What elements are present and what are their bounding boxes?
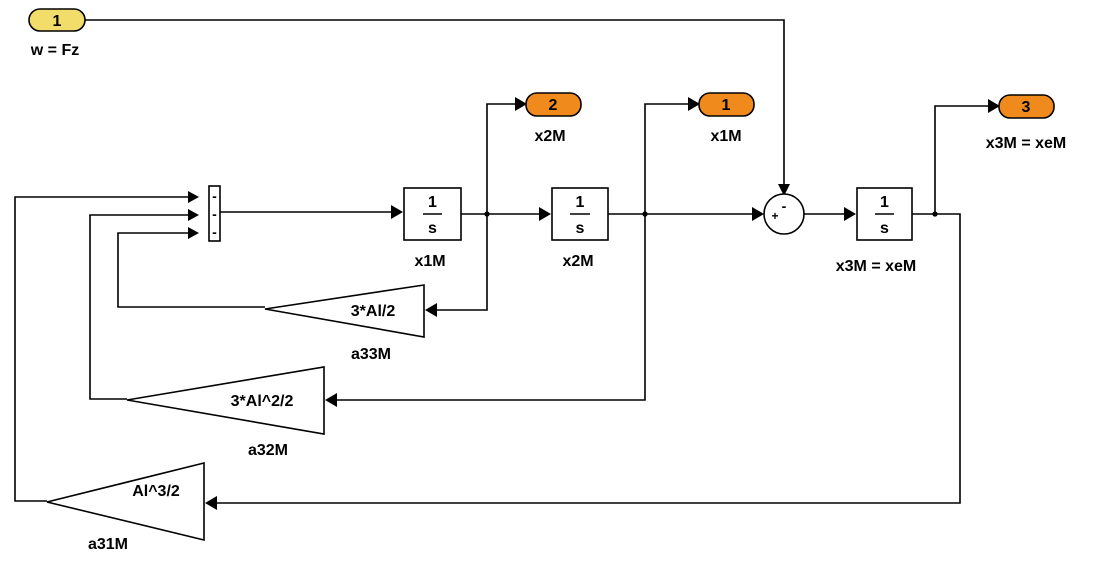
integrator-label-x1M: x1M <box>414 253 445 270</box>
wire-branch-to-out2 <box>486 103 517 214</box>
integrator-numerator: 1 <box>576 194 585 211</box>
arrowhead <box>391 205 403 219</box>
outport-number: 2 <box>549 97 558 114</box>
sum-sign: - <box>212 224 217 240</box>
gain-label-a31M: a31M <box>88 536 128 553</box>
wire-branch-to-out3 <box>912 105 990 215</box>
integrator-x2M[interactable]: 1 s <box>551 187 609 241</box>
sum-sign: - <box>212 206 217 222</box>
arrowhead <box>188 227 199 239</box>
wire-branch-to-out1 <box>644 103 690 214</box>
wire-branch-to-a33M <box>435 214 488 311</box>
integrator-label-x2M: x2M <box>562 253 593 270</box>
outport-shape <box>698 92 755 117</box>
wire-a31M-to-sum <box>14 196 190 502</box>
outport-shape <box>525 92 582 117</box>
sum-sign: - <box>212 188 217 204</box>
wire-branch-to-a31M <box>215 213 961 504</box>
outport-number: 3 <box>1022 99 1031 116</box>
sum-circle-shape <box>763 193 805 235</box>
outport-1[interactable]: 1 <box>698 92 755 117</box>
junction-dot <box>484 211 490 217</box>
outport-number: 1 <box>722 97 731 114</box>
integrator-denominator: s <box>576 220 585 237</box>
sum-sign-minus: - <box>782 198 787 214</box>
outport-3[interactable]: 3 <box>998 94 1055 119</box>
gain-a32M[interactable]: 3*Al^2/2 <box>126 366 325 435</box>
gain-a31M[interactable]: Al^3/2 <box>46 461 205 542</box>
arrowhead <box>205 496 217 510</box>
arrowhead <box>325 393 337 407</box>
gain-expression: 3*Al^2/2 <box>231 393 294 410</box>
gain-a33M[interactable]: 3*Al/2 <box>264 284 425 338</box>
junction-dot <box>932 211 938 217</box>
arrowhead <box>844 207 856 221</box>
wire-inport-to-sum <box>84 19 785 188</box>
sum-sign-plus: + <box>771 209 778 223</box>
integrator-x3M[interactable]: 1 s <box>856 187 913 241</box>
gain-shape <box>46 461 205 542</box>
gain-label-a32M: a32M <box>248 442 288 459</box>
integrator-denominator: s <box>880 220 889 237</box>
integrator-numerator: 1 <box>880 194 889 211</box>
integrator-label-x3M: x3M = xeM <box>836 258 916 275</box>
inport-number: 1 <box>53 13 62 30</box>
outport-2[interactable]: 2 <box>525 92 582 117</box>
arrowhead <box>778 184 790 196</box>
arrowhead <box>752 207 764 221</box>
outport-label-x2M: x2M <box>534 128 565 145</box>
wire-a33M-to-sum <box>117 232 265 308</box>
gain-expression: Al^3/2 <box>132 483 180 500</box>
integrator-x1M[interactable]: 1 s <box>403 187 462 241</box>
wire-a32M-to-sum <box>89 214 190 400</box>
integrator-denominator: s <box>428 220 437 237</box>
sum-circle[interactable]: + - <box>763 193 805 235</box>
arrowhead <box>539 207 551 221</box>
sum-block-shape <box>208 185 221 242</box>
gain-expression: 3*Al/2 <box>351 303 396 320</box>
gain-shape <box>264 284 425 338</box>
wire-branch-to-a32M <box>335 214 646 401</box>
inport-label: w = Fz <box>30 42 79 59</box>
arrowhead <box>988 99 1000 113</box>
outport-label-x3M: x3M = xeM <box>986 135 1066 152</box>
arrowhead <box>515 97 527 111</box>
outport-shape <box>998 94 1055 119</box>
arrowhead <box>188 191 199 203</box>
inport-shape <box>28 8 86 32</box>
gain-label-a33M: a33M <box>351 346 391 363</box>
arrowhead <box>688 97 700 111</box>
arrowhead <box>188 209 199 221</box>
inport-1[interactable]: 1 <box>28 8 86 32</box>
outport-label-x1M: x1M <box>710 128 741 145</box>
gain-shape <box>126 366 325 435</box>
integrator-numerator: 1 <box>428 194 437 211</box>
sum-block-minus[interactable]: - - - <box>208 185 221 242</box>
arrowhead <box>425 303 437 317</box>
junction-dot <box>642 211 648 217</box>
